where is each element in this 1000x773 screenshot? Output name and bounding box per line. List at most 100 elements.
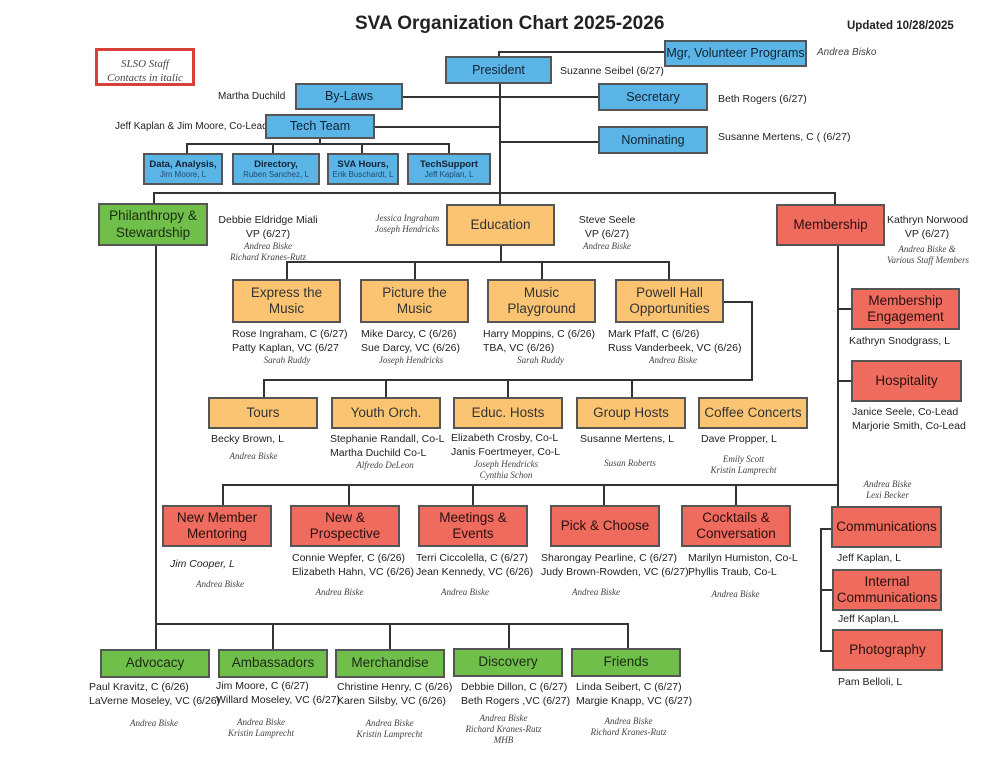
committee-pick-choose[interactable]: Pick & Choose bbox=[550, 505, 660, 547]
tech-sub-person: Jeff Kaplan, L bbox=[424, 169, 474, 179]
education-box[interactable]: Education bbox=[446, 204, 555, 246]
education-staff: Andrea Biske bbox=[583, 241, 631, 251]
connector bbox=[541, 261, 543, 279]
committee-person: Christine Henry, C (6/26) bbox=[337, 681, 453, 693]
membership-engagement-box[interactable]: Membership Engagement bbox=[851, 288, 960, 330]
committee-cocktails-conversation[interactable]: Cocktails & Conversation bbox=[681, 505, 791, 547]
committee-person: Margie Knapp, VC (6/27) bbox=[576, 695, 693, 707]
program-person: Rose Ingraham, C (6/27) bbox=[232, 328, 348, 340]
committee-ambassadors[interactable]: Ambassadors bbox=[218, 649, 328, 678]
communications-box[interactable]: Communications bbox=[831, 506, 942, 548]
committee-new-prospective[interactable]: New & Prospective bbox=[290, 505, 400, 547]
mgr-volunteer-programs-box[interactable]: Mgr, Volunteer Programs bbox=[664, 40, 807, 67]
program-person: Sue Darcy, VC (6/26) bbox=[361, 342, 461, 354]
committee-person: Beth Rogers ,VC (6/27) bbox=[461, 695, 571, 707]
side-person: Kathryn Snodgrass, L bbox=[849, 335, 950, 347]
tech-sub-data-analysis[interactable]: Data, Analysis, Jim Moore, L bbox=[143, 153, 223, 185]
committee-staff: Andrea Biske bbox=[479, 713, 528, 723]
group-youth-orch[interactable]: Youth Orch. bbox=[331, 397, 441, 429]
group-coffee-concerts[interactable]: Coffee Concerts bbox=[698, 397, 808, 429]
committee-label: Mentoring bbox=[186, 526, 248, 541]
tech-sub-tech-support[interactable]: TechSupport Jeff Kaplan, L bbox=[407, 153, 491, 185]
committee-meetings-events[interactable]: Meetings & Events bbox=[418, 505, 528, 547]
program-music-playground[interactable]: Music Playground bbox=[487, 279, 596, 323]
philanthropy-staff: Richard Kranes-Rutz bbox=[230, 252, 306, 262]
hospitality-box[interactable]: Hospitality bbox=[851, 360, 962, 402]
program-express-the-music[interactable]: Express the Music bbox=[232, 279, 341, 323]
group-group-hosts[interactable]: Group Hosts bbox=[576, 397, 686, 429]
connector bbox=[834, 192, 836, 204]
program-label: Music bbox=[523, 284, 560, 300]
committee-staff: Richard Kranes-Rutz bbox=[590, 727, 667, 737]
committee-person: Jim Moore, C (6/27) bbox=[216, 680, 309, 692]
program-label: Powell Hall bbox=[636, 284, 703, 300]
secretary-box[interactable]: Secretary bbox=[598, 83, 708, 111]
philanthropy-staff: Andrea Biske bbox=[244, 241, 292, 251]
committee-person: Paul Kravitz, C (6/26) bbox=[89, 681, 189, 693]
connector bbox=[153, 192, 155, 204]
committee-advocacy[interactable]: Advocacy bbox=[100, 649, 210, 678]
committee-staff: Andrea Biske bbox=[441, 587, 489, 597]
committee-staff: Richard Kranes-Rutz bbox=[465, 724, 542, 734]
nominating-person: Susanne Mertens, C ( (6/27) bbox=[718, 131, 851, 143]
committee-contacts: Jim Moore, C (6/27) Willard Moseley, VC … bbox=[216, 679, 340, 739]
group-contacts: Susanne Mertens, L Susan Roberts bbox=[580, 432, 680, 469]
committee-staff: Andrea Biske bbox=[572, 587, 620, 597]
committee-person: Willard Moseley, VC (6/27) bbox=[216, 694, 341, 706]
connector bbox=[414, 261, 416, 279]
committee-label: New Member bbox=[176, 509, 258, 525]
philanthropy-role: VP (6/27) bbox=[245, 228, 291, 240]
committee-discovery[interactable]: Discovery bbox=[453, 648, 563, 677]
connector bbox=[735, 484, 737, 505]
nominating-box[interactable]: Nominating bbox=[598, 126, 708, 154]
president-box[interactable]: President bbox=[445, 56, 552, 84]
program-powell-hall[interactable]: Powell Hall Opportunities bbox=[615, 279, 724, 323]
committee-staff: Andrea Biske bbox=[196, 579, 244, 589]
program-label: Music bbox=[268, 301, 305, 316]
connector bbox=[508, 623, 629, 625]
connector bbox=[724, 301, 752, 303]
group-tours[interactable]: Tours bbox=[208, 397, 318, 429]
connector bbox=[499, 84, 501, 204]
philanthropy-box[interactable]: Philanthropy & Stewardship bbox=[98, 203, 208, 246]
program-staff: Joseph Hendricks bbox=[378, 355, 444, 365]
group-educ-hosts[interactable]: Educ. Hosts bbox=[453, 397, 563, 429]
committee-friends[interactable]: Friends bbox=[571, 648, 681, 677]
membership-box[interactable]: Membership bbox=[776, 204, 885, 246]
group-person: Janis Foertmeyer, Co-L bbox=[451, 446, 561, 458]
tech-team-box[interactable]: Tech Team bbox=[265, 114, 375, 139]
committee-person: Judy Brown-Rowden, VC (6/27) bbox=[541, 566, 689, 578]
program-label: Express the bbox=[250, 284, 323, 300]
committee-person: Connie Wepfer, C (6/26) bbox=[292, 552, 406, 564]
program-label: Picture the bbox=[382, 284, 447, 300]
connector bbox=[389, 623, 391, 650]
bylaws-box[interactable]: By-Laws bbox=[295, 83, 403, 110]
committee-new-member-mentoring[interactable]: New Member Mentoring bbox=[162, 505, 272, 547]
tech-sub-person: Ruben Sanchez, L bbox=[243, 169, 309, 179]
tech-sub-directory[interactable]: Directory, Ruben Sanchez, L bbox=[232, 153, 320, 185]
connector bbox=[631, 379, 633, 398]
committee-person: Jim Cooper, L bbox=[170, 558, 235, 570]
connector bbox=[153, 192, 836, 194]
connector bbox=[820, 589, 832, 591]
committee-merchandise[interactable]: Merchandise bbox=[335, 649, 445, 678]
comms-label: Internal bbox=[864, 573, 910, 589]
program-staff: Sarah Ruddy bbox=[263, 355, 311, 365]
connector bbox=[837, 380, 851, 382]
tech-sub-sva-hours[interactable]: SVA Hours, Erik Buschardt, L bbox=[327, 153, 399, 185]
group-staff: Emily Scott bbox=[722, 454, 765, 464]
internal-communications-box[interactable]: Internal Communications bbox=[832, 569, 942, 611]
legend-line-2: Contacts in italic bbox=[107, 72, 183, 84]
program-person: Russ Vanderbeek, VC (6/26) bbox=[608, 342, 742, 354]
side-label: Membership bbox=[868, 292, 943, 308]
connector bbox=[448, 143, 450, 153]
connector bbox=[837, 308, 851, 310]
membership-contacts: Kathryn Norwood VP (6/27) Andrea Biske &… bbox=[887, 213, 969, 266]
program-picture-the-music[interactable]: Picture the Music bbox=[360, 279, 469, 323]
program-label: Music bbox=[396, 301, 433, 316]
connector bbox=[361, 143, 363, 153]
group-person: Elizabeth Crosby, Co-L bbox=[451, 432, 559, 444]
program-contacts: Mike Darcy, C (6/26) Sue Darcy, VC (6/26… bbox=[361, 327, 461, 366]
photography-box[interactable]: Photography bbox=[832, 629, 943, 671]
connector bbox=[263, 379, 265, 398]
